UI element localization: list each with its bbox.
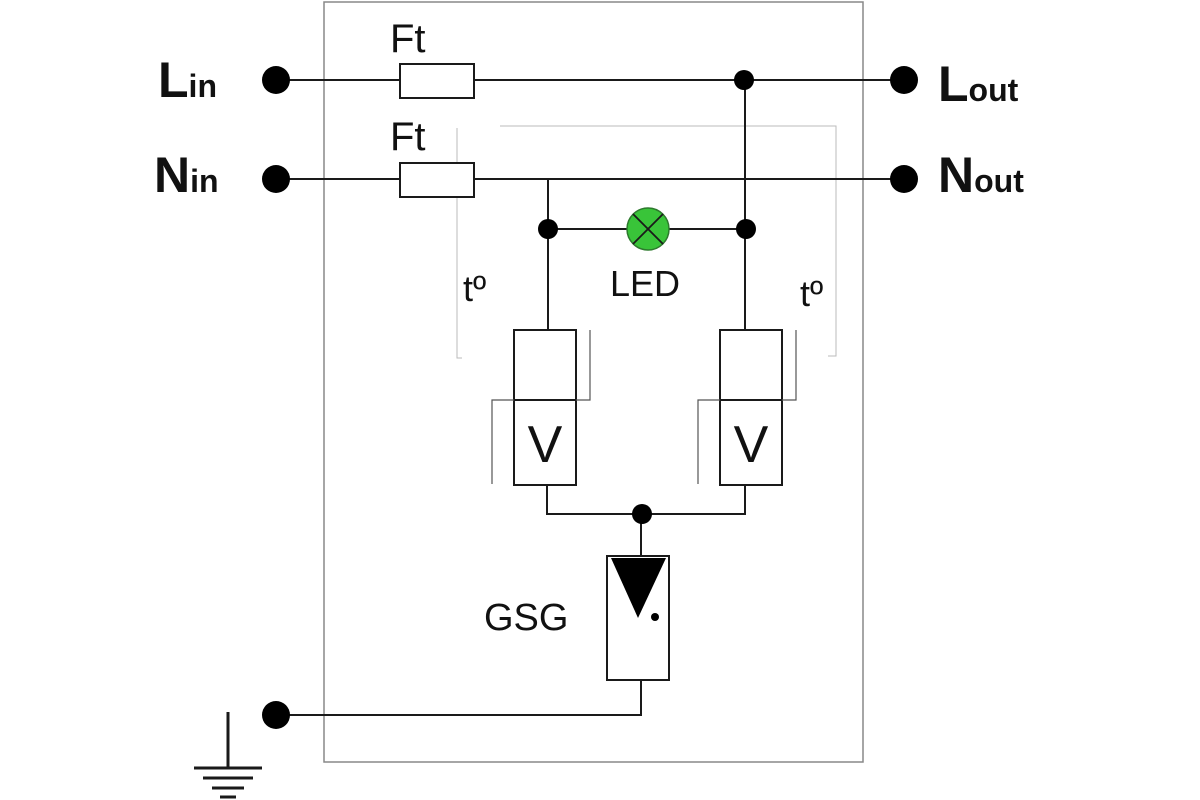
enclosure-outline: [323, 1, 864, 763]
varistor-right: [697, 329, 797, 486]
junction-nodes: [538, 70, 756, 524]
terminal-n-in: [262, 165, 290, 193]
led-indicator-icon: [626, 207, 670, 251]
fuse-top: [399, 63, 475, 99]
label-n-in: Nin: [154, 147, 219, 203]
terminal-ground: [262, 701, 290, 729]
terminal-n-out: [890, 165, 918, 193]
terminal-l-in: [262, 66, 290, 94]
label-thermal-right: tº: [800, 273, 823, 314]
label-l-out: Lout: [938, 56, 1019, 112]
fuse-bottom: [399, 162, 475, 198]
label-gas-tube: GSG: [484, 597, 568, 639]
label-n-out: Nout: [938, 147, 1024, 203]
label-thermal-left: tº: [463, 268, 486, 309]
label-led: LED: [610, 263, 680, 304]
varistor-left: [491, 329, 591, 486]
label-varistor-left: V: [528, 416, 563, 474]
label-fuse-bottom: Ft: [390, 115, 426, 159]
gas-discharge-tube: [606, 555, 670, 681]
terminal-l-out: [890, 66, 918, 94]
label-varistor-right: V: [734, 416, 769, 474]
label-fuse-top: Ft: [390, 17, 426, 61]
ground-icon: [194, 712, 262, 799]
label-l-in: Lin: [158, 52, 217, 108]
